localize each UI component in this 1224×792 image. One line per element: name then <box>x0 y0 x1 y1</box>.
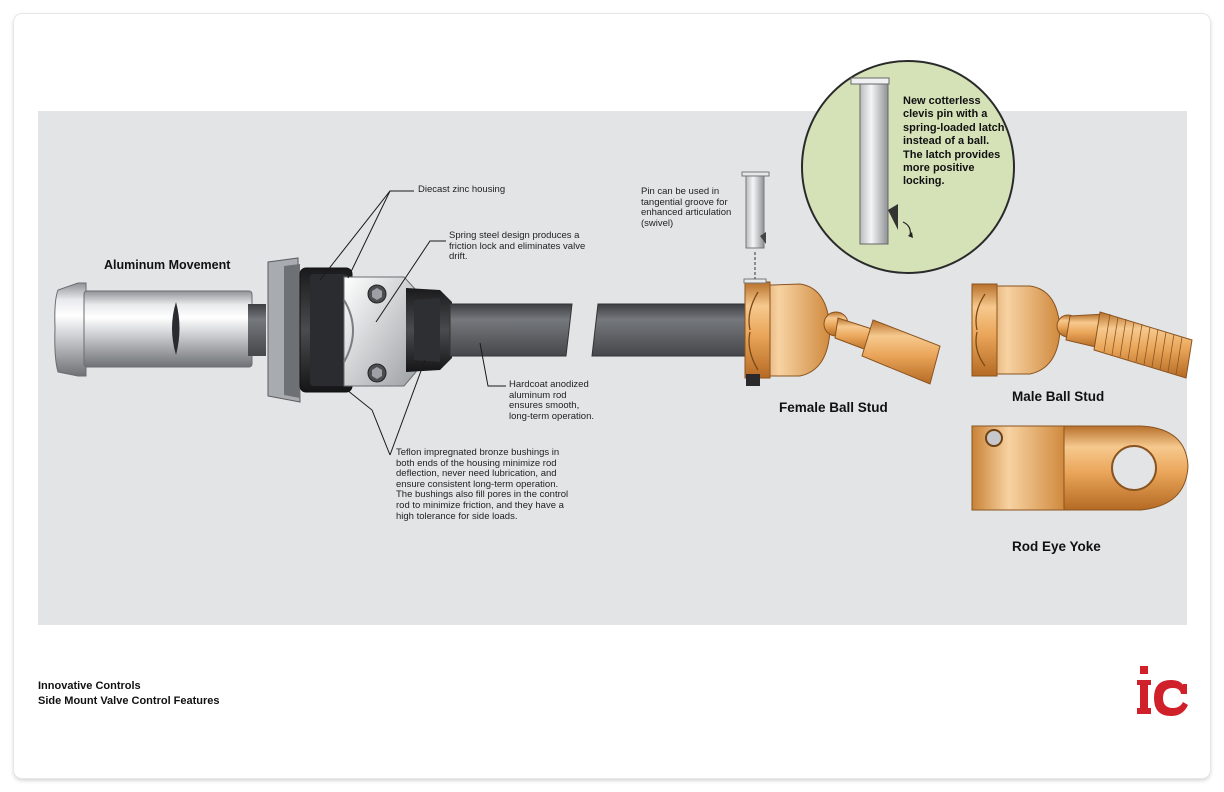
control-rod <box>449 303 746 357</box>
label-aluminum-movement: Aluminum Movement <box>104 258 231 272</box>
leader-lines <box>319 190 506 456</box>
clevis-pin-loose <box>741 171 770 249</box>
ic-logo <box>1137 666 1188 716</box>
callout-clevis-pin: New cotterless clevis pin with a spring-… <box>903 95 1005 188</box>
label-male-ball-stud: Male Ball Stud <box>1012 389 1105 404</box>
callout-teflon-bushings: Teflon impregnated bronze bushings in bo… <box>396 447 569 522</box>
callout-pin-swivel: Pin can be used in tangential groove for… <box>641 186 732 229</box>
diecast-housing <box>267 257 452 403</box>
label-rod-eye-yoke: Rod Eye Yoke <box>1012 539 1101 554</box>
footer-company: Innovative Controls <box>38 680 141 692</box>
male-ball-stud <box>971 283 1193 379</box>
aluminum-movement-handle <box>54 282 266 377</box>
label-female-ball-stud: Female Ball Stud <box>779 400 888 415</box>
footer-title: Side Mount Valve Control Features <box>38 695 220 707</box>
callout-hardcoat-rod: Hardcoat anodized aluminum rod ensures s… <box>509 379 595 422</box>
magnifier-circle <box>801 60 1015 274</box>
rod-eye-yoke <box>971 425 1189 511</box>
callout-spring-steel: Spring steel design produces a friction … <box>449 230 586 263</box>
callout-diecast-housing: Diecast zinc housing <box>418 184 506 195</box>
female-ball-stud <box>743 252 941 386</box>
